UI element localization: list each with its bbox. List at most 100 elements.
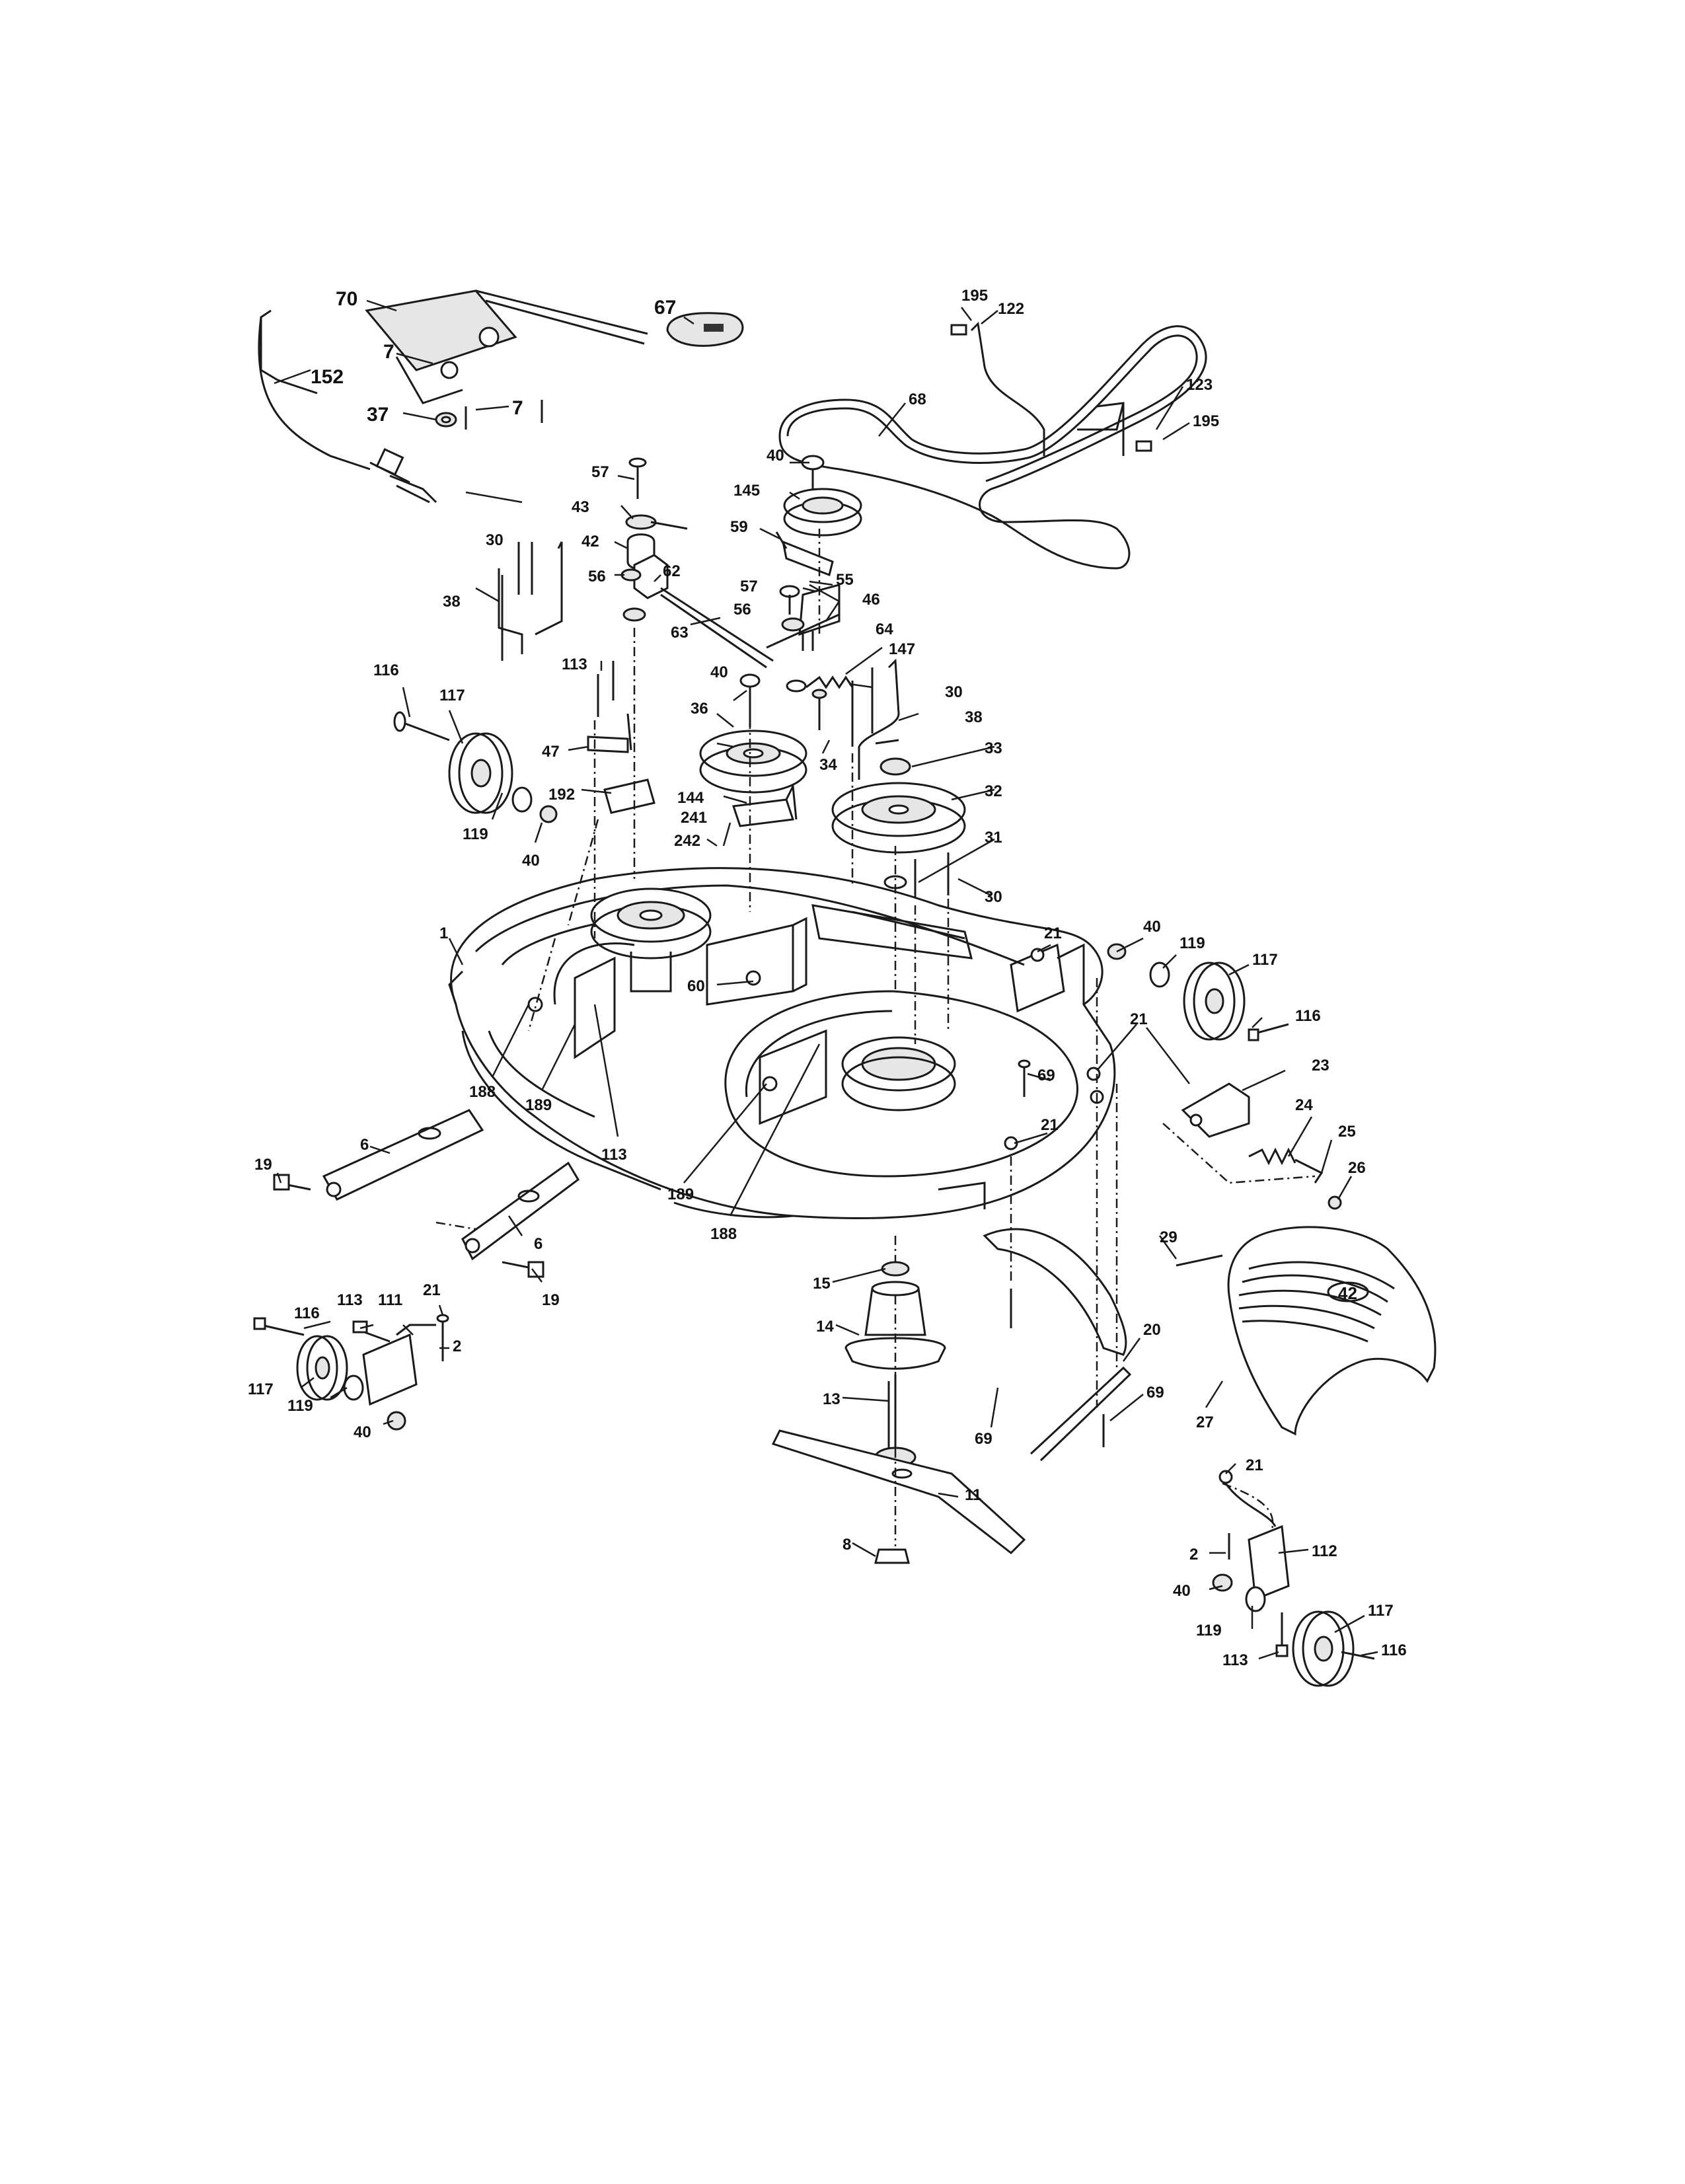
label-6-upper: 6 (360, 1136, 369, 1154)
label-7-upper: 7 (383, 341, 394, 363)
label-192: 192 (548, 786, 575, 804)
spindle-assembly (771, 1261, 1026, 1564)
label-46: 46 (862, 591, 880, 609)
label-2-lower-right: 2 (1189, 1546, 1198, 1563)
idler-arm-assembly (620, 457, 774, 669)
label-40-lower-right: 40 (1173, 1582, 1191, 1600)
label-21-lower-left: 21 (423, 1281, 441, 1299)
label-30-center: 30 (945, 683, 963, 701)
label-119-lower-left: 119 (287, 1397, 313, 1415)
label-113-upper: 113 (562, 656, 587, 673)
belt-guide (950, 321, 1152, 456)
discharge-chute: 42 (1176, 1226, 1437, 1436)
label-38-left: 38 (443, 593, 461, 611)
label-195-top: 195 (961, 287, 988, 305)
label-119-upper: 119 (463, 825, 488, 843)
label-43: 43 (572, 498, 589, 516)
label-147: 147 (889, 640, 915, 658)
label-31: 31 (985, 829, 1002, 847)
deck-support-bracket (706, 917, 807, 1006)
label-57-right: 57 (740, 578, 758, 595)
mower-deck-shell (448, 867, 1116, 1219)
gauge-wheel-left-lower (253, 1314, 449, 1431)
label-6-lower: 6 (534, 1235, 543, 1253)
label-1: 1 (439, 924, 448, 942)
label-40-upper-left: 40 (522, 852, 540, 870)
label-27: 27 (1196, 1413, 1214, 1431)
label-113-lower-left: 113 (337, 1291, 363, 1309)
label-40-right-upper: 40 (1143, 918, 1161, 936)
label-63: 64 (876, 621, 893, 638)
label-116-upper: 116 (373, 661, 399, 679)
label-26: 26 (1348, 1159, 1366, 1177)
gauge-wheel-right-lower (1212, 1470, 1375, 1687)
label-122: 122 (998, 300, 1024, 318)
label-60: 62 (663, 562, 681, 580)
label-152: 152 (311, 366, 344, 388)
label-189-right: 189 (667, 1186, 694, 1203)
idler-bracket (766, 531, 841, 651)
label-15: 15 (813, 1275, 831, 1293)
deflector-support (983, 1228, 1132, 1462)
label-242: 242 (674, 832, 700, 850)
label-119-lower-right: 119 (1196, 1622, 1222, 1639)
label-144: 144 (677, 789, 704, 807)
label-21-deck-top: 21 (1044, 924, 1062, 942)
label-119-right-upper: 119 (1180, 934, 1205, 952)
label-56-right: 56 (733, 601, 751, 619)
leader-lines (274, 299, 1378, 1660)
label-33: 33 (985, 739, 1002, 757)
label-42: 42 (581, 533, 599, 550)
label-2-lower-left: 2 (453, 1337, 461, 1355)
label-123: 123 (1186, 376, 1213, 394)
label-29: 29 (1160, 1228, 1178, 1246)
drive-pulley-right (831, 757, 966, 905)
label-188-right: 188 (710, 1225, 737, 1243)
label-59: 59 (730, 518, 748, 536)
bracket-left (498, 541, 563, 661)
deck-lift-handle-assembly (258, 289, 648, 504)
deck-hanger-arm-upper (273, 1109, 484, 1201)
label-62: 60 (687, 977, 705, 995)
label-116-lower-left: 116 (294, 1304, 320, 1322)
deck-spindle-pulley-left (590, 887, 712, 993)
label-116-right-upper: 116 (1295, 1007, 1321, 1025)
idler-pulley-center (699, 673, 807, 794)
label-21-lower-right: 21 (1246, 1456, 1263, 1474)
label-23: 23 (1312, 1057, 1329, 1074)
label-30-right: 30 (985, 888, 1002, 906)
idler-spring (786, 675, 854, 693)
label-56-left: 56 (588, 568, 606, 585)
label-7-lower: 7 (512, 397, 523, 419)
label-24: 24 (1295, 1096, 1313, 1114)
label-40-belt: 40 (767, 447, 784, 465)
deck-size-badge: 42 (1338, 1283, 1357, 1303)
label-40-center: 40 (710, 663, 728, 681)
label-20: 20 (1143, 1321, 1161, 1339)
label-117-right-upper: 117 (1252, 951, 1278, 969)
label-38-right: 38 (965, 708, 983, 726)
label-117-lower-left: 117 (248, 1380, 274, 1398)
label-25: 25 (1338, 1123, 1356, 1141)
label-47: 47 (542, 743, 560, 761)
label-8: 8 (842, 1536, 851, 1554)
rear-bracket-assembly (1181, 1082, 1342, 1210)
gauge-wheel-left-upper (393, 711, 558, 823)
label-11: 11 (965, 1486, 981, 1504)
label-111: 111 (378, 1291, 402, 1309)
label-113-lower-right: 113 (1222, 1651, 1248, 1669)
small-hardware-right (1004, 948, 1104, 1150)
part-number-labels: 70 7 152 37 7 67 195 122 123 195 68 40 1… (248, 287, 1407, 1669)
label-64: 63 (671, 624, 689, 642)
label-57-left: 57 (591, 463, 609, 481)
pulley-bracket-144 (731, 782, 798, 827)
label-69-right: 69 (1146, 1384, 1164, 1402)
label-195-right: 195 (1193, 412, 1219, 430)
label-188-left: 188 (469, 1083, 496, 1101)
label-13: 13 (823, 1390, 841, 1408)
label-112: 112 (1312, 1542, 1337, 1560)
label-116-lower-right: 116 (1381, 1641, 1407, 1659)
label-70: 70 (336, 288, 357, 310)
